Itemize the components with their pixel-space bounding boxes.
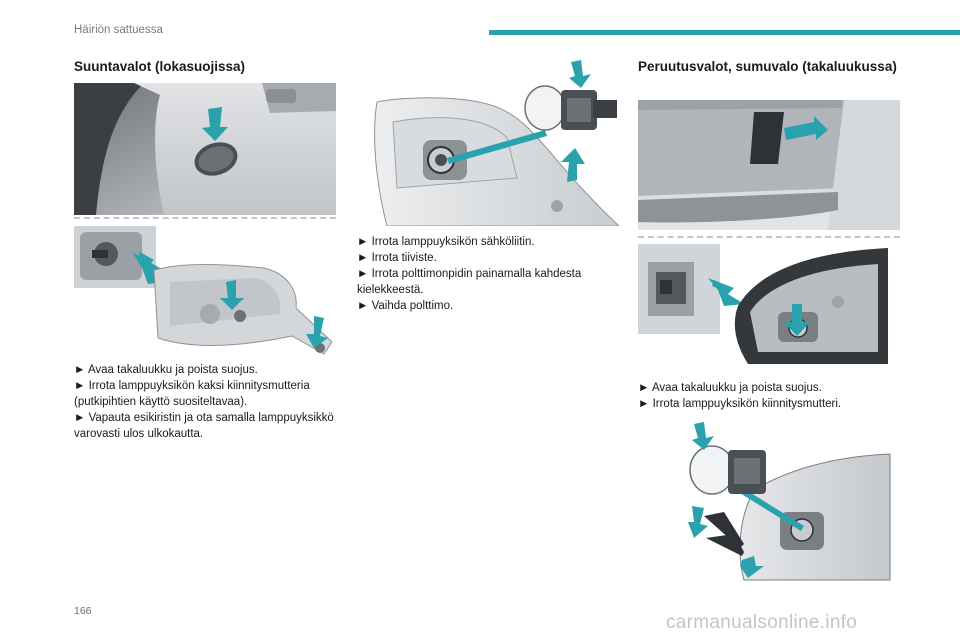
title-reversing-fog-lights: Peruutusvalot, sumuvalo (takaluukussa): [638, 59, 897, 74]
step-2: ► Irrota lamppuyksikön kiinnitysmutteri.: [638, 398, 842, 410]
step-3: ► Vapauta esikiristin ja ota samalla lam…: [74, 412, 334, 440]
step-4: ► Vaihda polttimo.: [357, 300, 454, 312]
header-accent-bar: [489, 30, 960, 35]
step-1: ► Irrota lamppuyksikön sähköliitin.: [357, 236, 535, 248]
step-3: ► Irrota polttimonpidin painamalla kahde…: [357, 268, 582, 296]
figure-trunk-cover: [74, 83, 336, 215]
steps-bulb-holder: ► Irrota lamppuyksikön sähköliitin. ► Ir…: [357, 234, 619, 314]
steps-turn-signals: ► Avaa takaluukku ja poista suojus. ► Ir…: [74, 362, 336, 442]
figure-separator: [638, 236, 900, 238]
step-2: ► Irrota lamppuyksikön kaksi kiinnitysmu…: [74, 380, 310, 408]
figure-reversing-lamp-unit: [638, 242, 900, 366]
title-turn-signals: Suuntavalot (lokasuojissa): [74, 59, 246, 74]
steps-reversing-fog-lights: ► Avaa takaluukku ja poista suojus. ► Ir…: [638, 380, 900, 412]
section-header: Häiriön sattuessa: [74, 24, 163, 36]
figure-reversing-bulb-removal: [684, 420, 900, 582]
page-number: 166: [74, 605, 92, 617]
figure-bulb-holder: [357, 58, 619, 226]
figure-separator: [74, 217, 336, 219]
figure-lamp-unit-nuts: [74, 222, 336, 358]
step-2: ► Irrota tiiviste.: [357, 252, 437, 264]
figure-tailgate-cover: [638, 100, 900, 230]
step-1: ► Avaa takaluukku ja poista suojus.: [638, 382, 822, 394]
watermark: carmanualsonline.info: [666, 612, 858, 633]
step-1: ► Avaa takaluukku ja poista suojus.: [74, 364, 258, 376]
